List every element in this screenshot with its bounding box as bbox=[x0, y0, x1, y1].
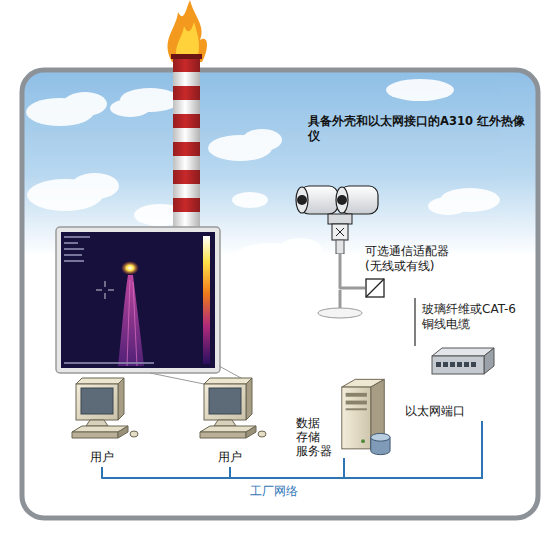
camera-icon bbox=[290, 180, 386, 254]
switchbox-icon bbox=[430, 346, 496, 376]
adapter-icon bbox=[365, 278, 385, 298]
user-computer: 用户 bbox=[190, 376, 270, 467]
network-line bbox=[102, 421, 482, 478]
node-text: 以太网端口 bbox=[405, 404, 500, 421]
user-icon bbox=[190, 376, 270, 448]
node-text: 具备外壳和以太网接口的A310 红外热像仪 bbox=[308, 114, 530, 144]
comm-adapter: 可选通信适配器 (无线或有线) bbox=[365, 244, 457, 298]
node-text: 数据 存储 服务器 bbox=[296, 416, 334, 458]
server-icon bbox=[336, 376, 392, 458]
data-server: 数据 存储 服务器 bbox=[296, 376, 392, 458]
network-label: 工厂网络 bbox=[250, 484, 298, 499]
thermal-camera: 具备外壳和以太网接口的A310 红外热像仪 bbox=[290, 114, 530, 254]
node-text: 可选通信适配器 (无线或有线) bbox=[365, 244, 457, 274]
node-text: 用户 bbox=[62, 450, 142, 467]
ethernet-switch: 以太网端口 bbox=[405, 346, 500, 421]
text-column: 数据 存储 服务器 bbox=[296, 416, 334, 458]
camera-pole bbox=[340, 254, 365, 288]
user-icon bbox=[62, 376, 142, 448]
cable-label: 玻璃纤维或CAT-6 铜线电缆 bbox=[422, 302, 526, 332]
cable-line bbox=[414, 298, 416, 346]
node-text: 用户 bbox=[190, 450, 270, 467]
user-computer: 用户 bbox=[62, 376, 142, 467]
